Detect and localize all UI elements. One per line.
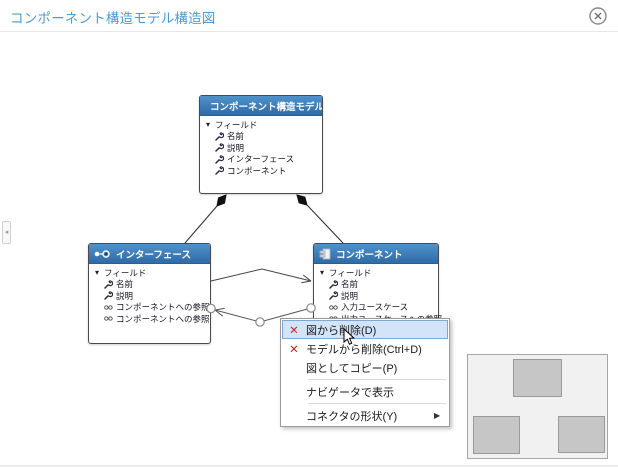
expander-icon: ▾ (205, 120, 210, 130)
delete-x-icon: ✕ (289, 324, 299, 337)
node-header[interactable]: コンポーネント (314, 244, 438, 264)
field-label: インターフェース (227, 154, 295, 165)
menu-item-label: 図から削除(D) (306, 324, 377, 337)
menu-item-delete-from-model[interactable]: ✕ モデルから削除(Ctrl+D) (282, 339, 448, 358)
node-field-list: ▾ フィールド 名前 説明 (89, 264, 210, 325)
wrench-icon (329, 291, 338, 300)
wrench-icon (329, 279, 338, 289)
minimap-node-component (558, 416, 605, 453)
node-title: コンポーネント構造モデル (210, 101, 322, 113)
delete-x-icon: ✕ (289, 343, 299, 356)
node-field-list: ▾ フィールド 名前 説明 (314, 264, 442, 325)
interface-icon (94, 249, 110, 258)
field-row[interactable]: ▾ フィールド (89, 267, 210, 279)
expander-icon: ▾ (319, 268, 324, 278)
reference-icon (104, 314, 113, 323)
wrench-icon (104, 291, 113, 300)
node-title: コンポーネント (336, 249, 403, 261)
page-title: コンポーネント構造モデル構造図 (10, 11, 216, 26)
field-row[interactable]: 説明 (314, 290, 438, 302)
mouse-cursor (343, 327, 356, 352)
menu-item-label: コネクタの形状(Y) (306, 410, 398, 423)
menu-item-delete-from-diagram[interactable]: ✕ 図から削除(D) (282, 320, 448, 339)
close-icon (589, 7, 607, 25)
field-row[interactable]: 名前 (89, 279, 210, 291)
connector-composition-left[interactable] (184, 194, 227, 244)
node-component-structure-model[interactable]: コンポーネント構造モデル ▾ フィールド 名前 説明 (199, 95, 323, 194)
field-label: コンポーネント (227, 165, 287, 176)
field-row[interactable]: コンポーネントへの参照 (89, 313, 210, 325)
wrench-icon (215, 154, 224, 164)
menu-separator (308, 403, 446, 404)
menu-item-label: ナビゲータで表示 (306, 386, 394, 399)
field-row[interactable]: 名前 (314, 279, 438, 291)
field-label: 入力ユースケース (341, 302, 409, 313)
wrench-icon (215, 166, 224, 175)
field-label: コンポーネントへの参照 (116, 313, 210, 324)
field-label: 説明 (227, 142, 245, 153)
field-label: フィールド (215, 119, 258, 130)
collapse-panel-handle[interactable]: ◂ (2, 221, 11, 244)
collapse-left-icon: ◂ (4, 229, 9, 236)
minimap-node-model (513, 359, 562, 397)
field-row[interactable]: ▾ フィールド (200, 119, 322, 131)
node-title: インターフェース (116, 249, 191, 261)
menu-item-label: 図としてコピー(P) (306, 362, 398, 375)
node-field-list: ▾ フィールド 名前 説明 (200, 116, 322, 177)
field-label: 説明 (116, 290, 134, 301)
field-row[interactable]: コンポーネントへの参照 (89, 302, 210, 314)
minimap-node-interface (473, 416, 520, 454)
wrench-icon (104, 279, 113, 289)
menu-item-show-in-navigator[interactable]: ナビゲータで表示 (282, 382, 448, 401)
node-header[interactable]: インターフェース (89, 244, 210, 264)
wrench-icon (215, 143, 224, 152)
expander-icon: ▾ (94, 268, 99, 278)
field-row[interactable]: 入力ユースケース (314, 302, 438, 314)
field-label: 名前 (227, 131, 245, 142)
field-row[interactable]: コンポーネント (200, 165, 322, 177)
reference-icon (104, 303, 113, 312)
menu-item-connector-shape[interactable]: コネクタの形状(Y) ▶ (282, 406, 448, 425)
menu-item-copy-as-diagram[interactable]: 図としてコピー(P) (282, 358, 448, 377)
field-label: フィールド (104, 267, 147, 278)
submenu-arrow-icon: ▶ (434, 411, 441, 420)
cursor-arrow-icon (343, 327, 355, 345)
node-interface[interactable]: インターフェース ▾ フィールド 名前 説明 (88, 243, 211, 344)
minimap[interactable] (467, 354, 608, 459)
field-row[interactable]: ▾ フィールド (314, 267, 438, 279)
field-label: コンポーネントへの参照 (116, 302, 210, 313)
component-icon (319, 248, 331, 259)
field-row[interactable]: 説明 (89, 290, 210, 302)
field-row[interactable]: 名前 (200, 131, 322, 143)
menu-item-label: モデルから削除(Ctrl+D) (306, 343, 422, 356)
field-label: 名前 (116, 279, 134, 290)
field-label: フィールド (329, 267, 372, 278)
field-row[interactable]: 説明 (200, 142, 322, 154)
context-menu: ✕ 図から削除(D) ✕ モデルから削除(Ctrl+D) 図としてコピー(P) … (280, 318, 450, 427)
reference-icon (329, 303, 338, 312)
title-bar: コンポーネント構造モデル構造図 (0, 0, 618, 32)
node-header[interactable]: コンポーネント構造モデル (200, 96, 322, 116)
connector-composition-right[interactable] (296, 194, 344, 244)
field-label: 説明 (341, 290, 359, 301)
menu-separator (308, 379, 446, 380)
field-label: 名前 (341, 279, 359, 290)
close-button[interactable] (589, 7, 607, 25)
connector-reference-top[interactable] (210, 268, 312, 284)
wrench-icon (215, 131, 224, 141)
field-row[interactable]: インターフェース (200, 154, 322, 166)
